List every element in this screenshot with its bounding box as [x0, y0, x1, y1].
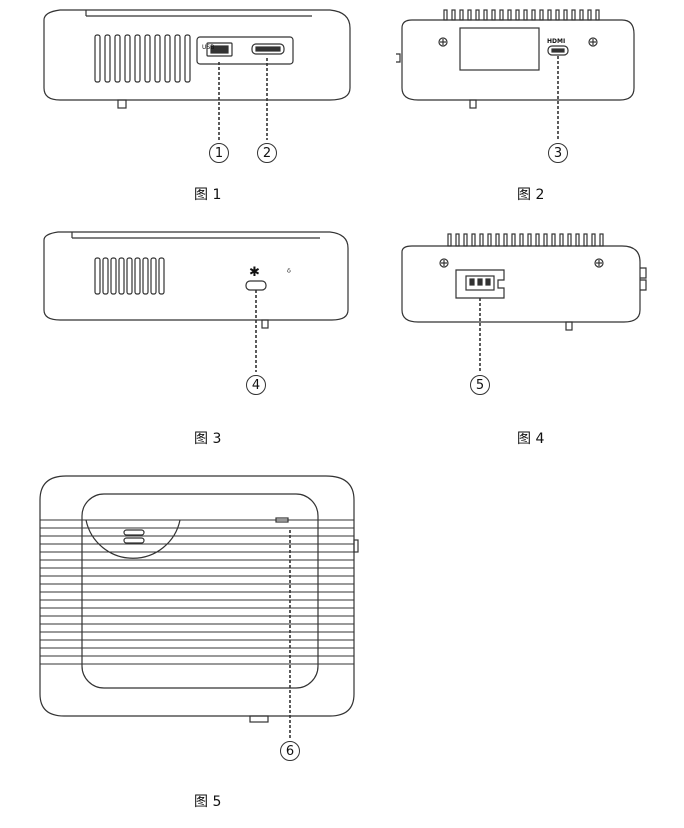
screw-icon — [588, 37, 598, 47]
callout-3: 3 — [548, 143, 568, 163]
figure-3-vents — [94, 257, 165, 295]
figure-4-fins — [447, 233, 604, 247]
figure-4-drawing — [401, 233, 647, 372]
figure-4-caption: 图 4 — [517, 431, 545, 447]
figure-1-vents — [94, 34, 191, 83]
figure-5-caption: 图 5 — [194, 794, 222, 810]
figure-3-drawing — [43, 231, 349, 372]
figure-5-inner-panel — [81, 493, 319, 689]
figure-2-caption: 图 2 — [517, 187, 545, 203]
indicator-light-icon: ᵟ — [287, 268, 291, 279]
bluetooth-icon: ✱ — [249, 265, 260, 280]
figure-3-caption: 图 3 — [194, 431, 222, 447]
screw-icon — [594, 258, 604, 268]
figure-1-port-panel — [196, 36, 294, 65]
power-socket-icon — [455, 269, 505, 299]
callout-4: 4 — [246, 375, 266, 395]
callout-1: 1 — [209, 143, 229, 163]
hdmi-port-label: HDMI — [547, 38, 566, 45]
callout-6: 6 — [280, 741, 300, 761]
callout-2: 2 — [257, 143, 277, 163]
figure-2-label-plate — [459, 27, 540, 71]
figure-2-fins — [443, 9, 600, 21]
figure-5-drawing — [39, 475, 359, 738]
usb-port-label: USB — [202, 44, 215, 51]
figure-5-body — [39, 475, 355, 717]
callout-5: 5 — [470, 375, 490, 395]
screw-icon — [439, 258, 449, 268]
bluetooth-button-icon — [245, 280, 267, 291]
figure-1-drawing — [43, 9, 351, 140]
hdmi-port-icon — [251, 43, 285, 55]
figure-1-caption: 图 1 — [194, 187, 222, 203]
figure-2-drawing — [396, 9, 635, 140]
screw-icon — [438, 37, 448, 47]
lens-icon — [85, 519, 181, 559]
hdmi-port-icon — [547, 45, 569, 56]
usb-port-icon — [206, 42, 233, 57]
